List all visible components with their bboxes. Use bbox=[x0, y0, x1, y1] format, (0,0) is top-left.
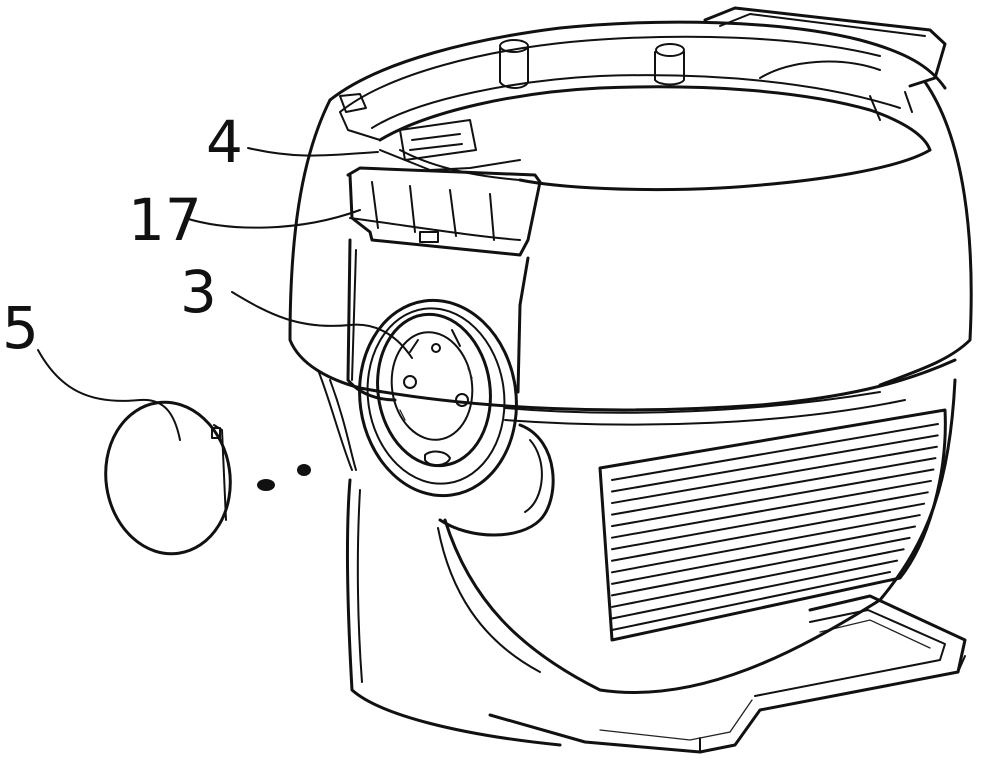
screw-dots bbox=[257, 464, 311, 491]
grille-slat bbox=[611, 571, 891, 631]
grille-slat bbox=[611, 445, 938, 505]
upper-body bbox=[288, 6, 973, 426]
leader-lines bbox=[37, 147, 413, 441]
grille-slat bbox=[611, 559, 899, 620]
lower-housing bbox=[317, 369, 957, 747]
cover-cap bbox=[104, 400, 232, 556]
grille-slat bbox=[611, 491, 929, 551]
grille-slat bbox=[611, 457, 937, 516]
grille-slat bbox=[611, 536, 911, 597]
vent-grille bbox=[598, 408, 947, 642]
label-4: 4 bbox=[206, 108, 243, 176]
grille-slat bbox=[611, 548, 905, 608]
grille-slat bbox=[611, 514, 921, 574]
grille-slat bbox=[611, 479, 932, 539]
grille-slat bbox=[611, 525, 916, 585]
label-17: 17 bbox=[128, 186, 202, 254]
grille-frame bbox=[598, 408, 947, 642]
label-5: 5 bbox=[2, 294, 39, 362]
grille-slat bbox=[611, 468, 935, 528]
grille-slat bbox=[611, 434, 939, 493]
grille-slat bbox=[611, 502, 926, 562]
socket-dial bbox=[358, 298, 518, 498]
label-3: 3 bbox=[180, 258, 217, 326]
base-plate bbox=[488, 594, 967, 754]
control-panel bbox=[346, 119, 542, 402]
grille-slat bbox=[611, 423, 939, 481]
